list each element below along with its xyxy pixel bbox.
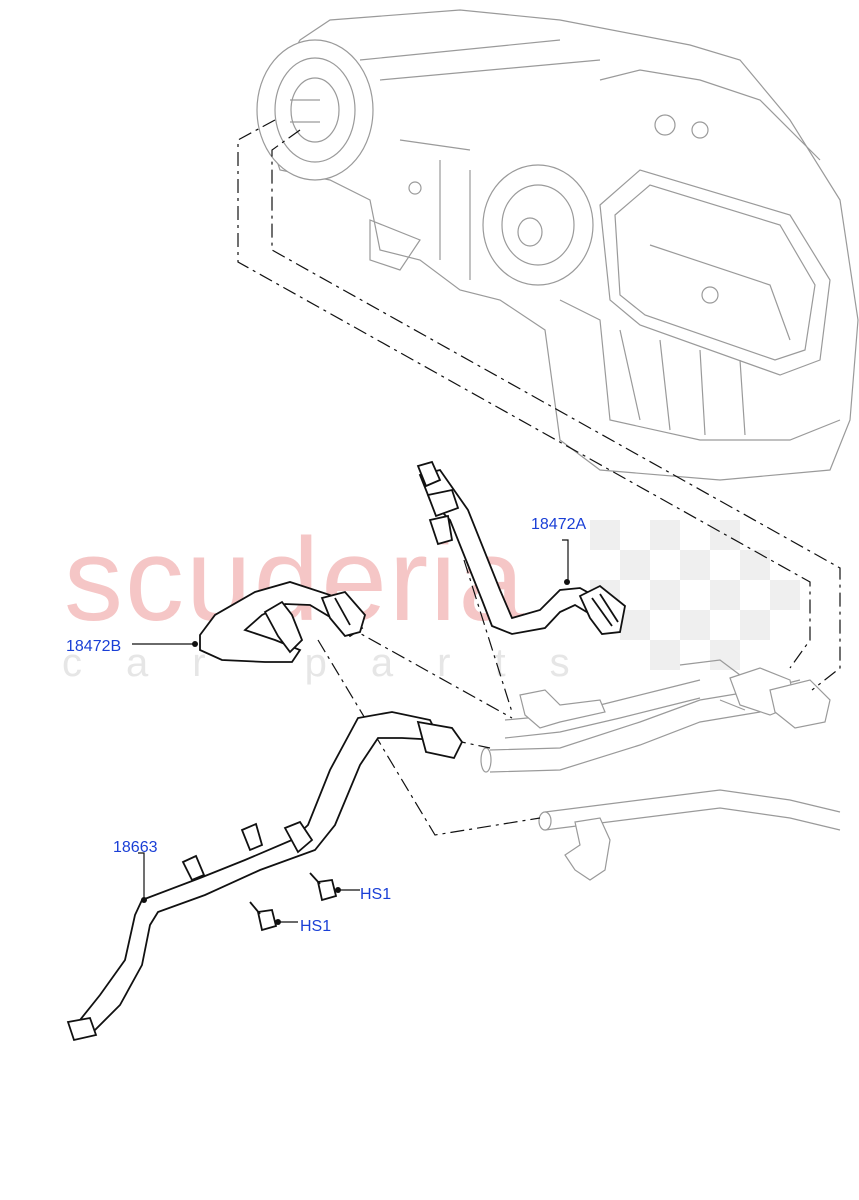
pipe-18663-end — [66, 1016, 98, 1042]
watermark-checkerboard — [590, 520, 800, 670]
pipe-18663-bracket-2 — [240, 822, 264, 852]
hose-18472b — [199, 581, 367, 663]
hose-18472a-clip — [426, 488, 460, 518]
heater-connector-2 — [769, 679, 831, 729]
pipe-18663-bracket-1 — [181, 854, 206, 882]
leader-dot-18663 — [141, 897, 147, 903]
callout-18472a[interactable]: 18472A — [531, 516, 586, 533]
hose-18472a — [416, 460, 626, 635]
leader-dot-hs1-lower — [275, 919, 281, 925]
pipe-18663-clamp — [283, 820, 314, 854]
hose-18472a-connector — [578, 584, 626, 635]
callout-18663[interactable]: 18663 — [113, 839, 158, 856]
screw-hs1-upper — [309, 872, 338, 902]
callout-hs1-lower[interactable]: HS1 — [300, 918, 331, 935]
leaders — [132, 539, 570, 925]
pipe-18663 — [66, 711, 464, 1042]
watermark-sub-text: car parts — [62, 641, 614, 685]
leader-dot-18472a — [564, 579, 570, 585]
pipe-elbow-ghost — [564, 817, 611, 881]
watermark: scuderia car parts — [62, 514, 800, 685]
pipe-bracket-ghost — [519, 689, 606, 729]
hvac-housing-ghost — [256, 9, 859, 481]
pipe-18663-connector — [416, 720, 464, 760]
assembly-lines — [237, 119, 841, 836]
leader-dot-hs1-upper — [335, 887, 341, 893]
callout-hs1-upper[interactable]: HS1 — [360, 886, 391, 903]
leader-dot-18472b — [192, 641, 198, 647]
hose-18472a-end-cap — [416, 460, 442, 488]
screw-hs1-lower — [249, 901, 278, 932]
heater-pipes-ghost — [480, 659, 841, 881]
hose-18472b-clamp — [263, 600, 304, 654]
filter-housing — [599, 169, 831, 376]
callout-18472b[interactable]: 18472B — [66, 638, 121, 655]
blower-wheel — [482, 164, 594, 286]
